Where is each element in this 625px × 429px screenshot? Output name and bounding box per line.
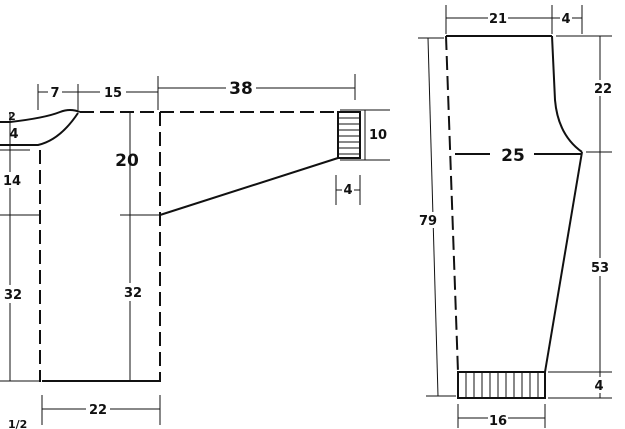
label-inseam: 53 xyxy=(591,261,609,276)
label-armhole-center: 20 xyxy=(115,151,139,171)
label-waist: 21 xyxy=(489,12,507,27)
label-neck-drop-top: 2 xyxy=(8,110,16,123)
body-piece: 7 15 38 2 4 14 20 32 32 10 4 22 1/2 xyxy=(0,74,390,429)
crotch-curve xyxy=(551,35,583,153)
sleeve-cuff xyxy=(337,111,361,159)
inseam-edge xyxy=(544,151,583,373)
label-shoulder: 15 xyxy=(104,86,122,101)
label-waist-ext: 4 xyxy=(561,12,570,27)
label-trouser-cuff-width: 16 xyxy=(489,414,507,429)
label-neck-width: 7 xyxy=(50,86,59,101)
label-side-center: 32 xyxy=(124,286,142,301)
trouser-fold-line xyxy=(445,35,459,373)
label-sleeve-length: 38 xyxy=(229,79,253,99)
label-crotch-width: 25 xyxy=(501,146,525,166)
label-total-length: 79 xyxy=(419,214,437,229)
neck-shoulder-lower xyxy=(0,112,79,146)
label-neck-drop: 4 xyxy=(9,127,18,142)
sleeve-lower-edge xyxy=(159,157,339,216)
trousers-piece: 21 4 22 25 79 53 4 16 xyxy=(418,5,612,429)
trouser-cuff xyxy=(457,371,546,399)
neck-curve xyxy=(0,109,81,123)
label-trouser-cuff-height: 4 xyxy=(594,379,603,394)
label-crotch-depth: 22 xyxy=(594,82,612,97)
label-hem-width: 22 xyxy=(89,403,107,418)
label-armhole-left: 14 xyxy=(3,174,21,189)
label-side-left: 32 xyxy=(4,288,22,303)
label-cuff-depth: 4 xyxy=(343,183,352,198)
label-footer-fraction: 1/2 xyxy=(8,418,27,429)
label-cuff-height: 10 xyxy=(369,128,387,143)
